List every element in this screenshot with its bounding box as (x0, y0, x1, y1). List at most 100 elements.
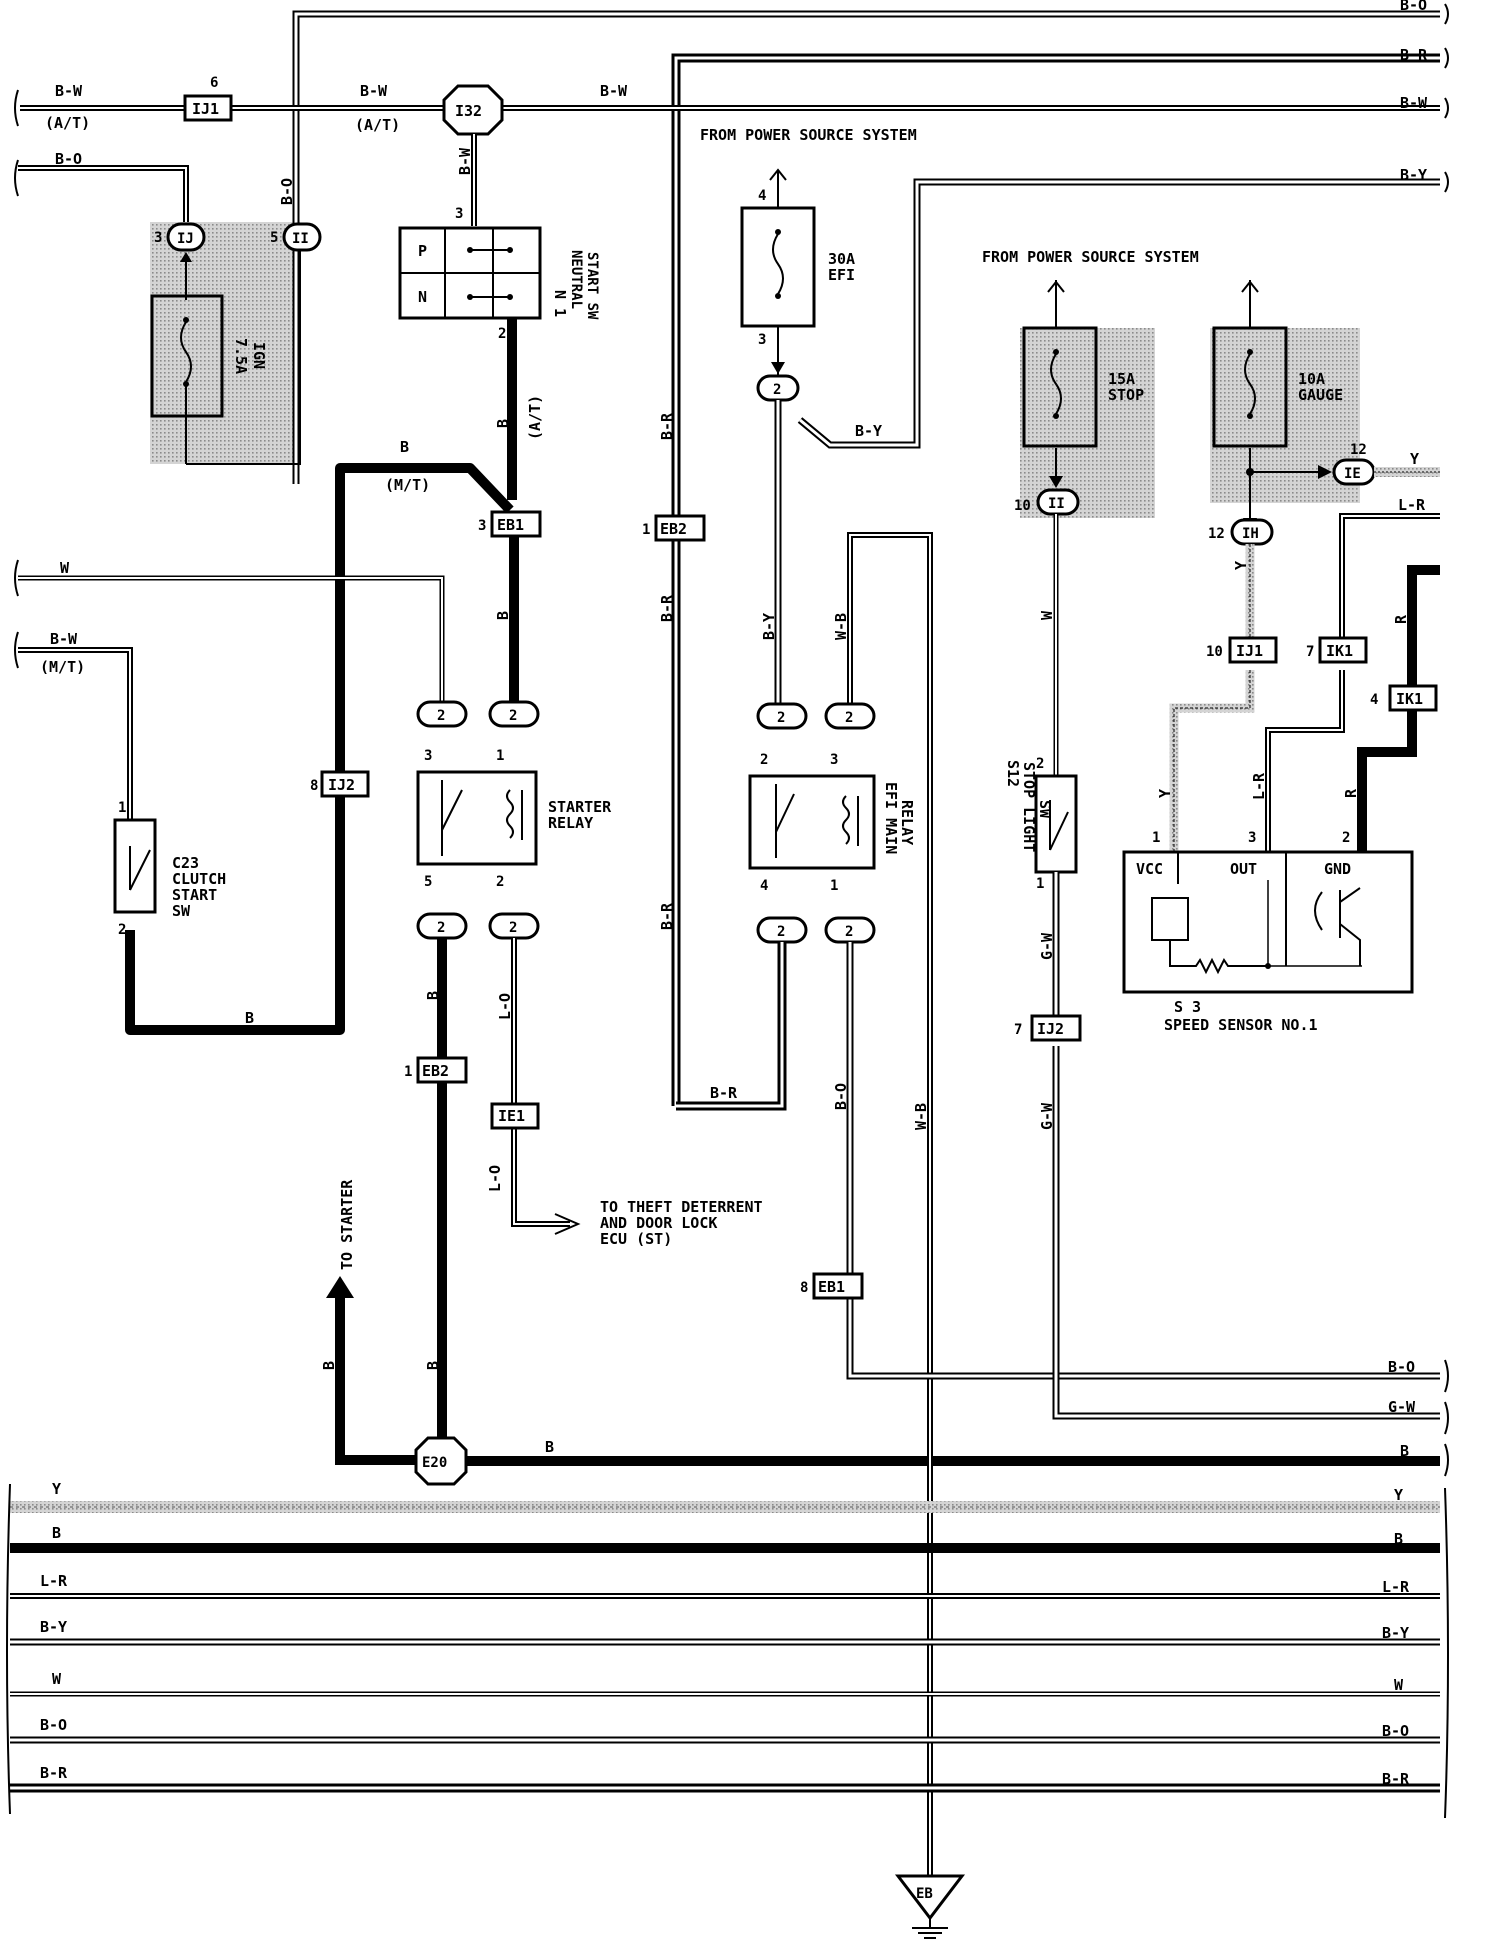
wire-label-bw-mt: B-W (50, 630, 78, 648)
connector-ik1-7: 7 IK1 (1306, 636, 1368, 664)
svg-text:1: 1 (1152, 830, 1160, 846)
bottom-bus-right-6: B-R (1382, 1770, 1410, 1788)
svg-text:1: 1 (496, 748, 504, 764)
stop-block-shade (1020, 328, 1155, 518)
connector-ij-3: 3 IJ (154, 222, 206, 252)
svg-text:STOP: STOP (1108, 386, 1144, 404)
fuse-stop: 15A STOP 10 II (1014, 280, 1144, 516)
svg-text:2: 2 (118, 922, 126, 938)
bus-top-label-2: B-W (1400, 94, 1428, 112)
wire-label-w-stop: W (1038, 610, 1056, 620)
svg-text:1: 1 (118, 800, 126, 816)
wire-label-br-loop: B-R (710, 1084, 738, 1102)
svg-text:IE1: IE1 (498, 1107, 525, 1125)
wire-label-lo-1: L-O (496, 993, 514, 1020)
wire-label-bo-vert: B-O (278, 178, 296, 205)
svg-text:EB1: EB1 (497, 516, 524, 534)
svg-text:4: 4 (758, 188, 766, 204)
svg-text:IJ2: IJ2 (328, 776, 355, 794)
svg-text:7: 7 (1306, 644, 1314, 660)
svg-text:5: 5 (270, 230, 278, 246)
svg-text:12: 12 (1208, 526, 1225, 542)
fuse-ign: 7.5A IGN (150, 250, 301, 465)
wire-label-b-eb1: B (494, 611, 512, 620)
wire-label-gw-2: G-W (1038, 1102, 1056, 1130)
svg-text:1: 1 (404, 1064, 412, 1080)
starter-relay: 2 2 3 1 STARTER RELAY 5 2 2 2 (416, 700, 612, 940)
wire-label-b-e20: B (424, 1361, 442, 1370)
svg-text:GND: GND (1324, 860, 1351, 878)
wire-label-at-ns: (A/T) (526, 395, 544, 440)
wire-label-mt-left: (M/T) (40, 658, 85, 676)
wire-label-y-1: Y (1232, 561, 1250, 570)
svg-text:1: 1 (1036, 876, 1044, 892)
bottom-bus-left-4: W (52, 1670, 62, 1688)
svg-text:IE: IE (1344, 466, 1361, 482)
wire-label-br-low: B-R (658, 902, 676, 930)
connector-ik1-6: 4 IK1 (1370, 684, 1438, 712)
wire-y-sensor (1169, 544, 1255, 852)
connector-ij1-top: 6 IJ1 (183, 75, 233, 122)
power-source-note-2: FROM POWER SOURCE SYSTEM (982, 248, 1199, 266)
wire-label-lr-top: L-R (1398, 496, 1426, 514)
wire-label-br-top: B-R (658, 412, 676, 440)
to-starter-arrowhead (326, 1276, 354, 1298)
fuse-gauge: 10A GAUGE 12 IE 12 IH (1208, 280, 1376, 546)
wire-label-bw-i32: B-W (456, 147, 474, 175)
svg-text:EB: EB (916, 1886, 933, 1902)
svg-text:EB2: EB2 (660, 520, 687, 538)
wire-w-left (18, 575, 445, 710)
bottom-bus-left-2: L-R (40, 1572, 68, 1590)
top-bus (20, 10, 1440, 1106)
wire-to-starter (335, 1290, 420, 1465)
svg-text:2: 2 (845, 710, 853, 726)
wire-label-y-2: Y (1156, 789, 1174, 798)
svg-text:2: 2 (1036, 756, 1044, 772)
wire-label-bo-left: B-O (55, 150, 82, 168)
bottom-bus-left-6: B-R (40, 1764, 68, 1782)
wire-label-b-mt: B (400, 438, 409, 456)
svg-text:10: 10 (1014, 498, 1031, 514)
svg-text:RELAY: RELAY (548, 814, 593, 832)
svg-text:4: 4 (760, 878, 768, 894)
svg-text:II: II (292, 231, 309, 247)
connector-ij2-left: 8 IJ2 (310, 770, 370, 798)
svg-text:3: 3 (1248, 830, 1256, 846)
svg-text:5: 5 (424, 874, 432, 890)
bottom-bus-left-3: B-Y (40, 1618, 67, 1636)
svg-text:8: 8 (800, 1280, 808, 1296)
theft-note-3: ECU (ST) (600, 1230, 672, 1248)
wire-label-by-relay: B-Y (760, 613, 778, 640)
to-starter-label: TO STARTER (338, 1179, 356, 1270)
bus-mid-label-0: B-O (1388, 1358, 1415, 1376)
svg-text:2: 2 (509, 920, 517, 936)
bottom-bus-left-1: B (52, 1524, 61, 1542)
svg-text:6: 6 (210, 75, 218, 91)
connector-eb1-8: 8 EB1 (800, 1272, 864, 1300)
svg-text:E20: E20 (422, 1455, 447, 1471)
svg-text:3: 3 (154, 230, 162, 246)
svg-text:IK1: IK1 (1396, 690, 1423, 708)
svg-text:IJ2: IJ2 (1037, 1020, 1064, 1038)
wire-label-b-clutch: B (245, 1009, 254, 1027)
svg-text:N 1: N 1 (551, 290, 569, 317)
svg-text:I32: I32 (455, 102, 482, 120)
clutch-start-switch: 1 C23 CLUTCH START SW 2 (113, 800, 226, 938)
svg-text:15A: 15A (1108, 370, 1135, 388)
svg-text:EFI MAIN: EFI MAIN (882, 782, 900, 854)
speed-sensor: 1 3 2 VCC OUT GND S 3 SPEED SENSOR NO.1 (1122, 830, 1414, 1034)
wire-label-b-e20-bus: B (545, 1438, 554, 1456)
svg-text:1: 1 (830, 878, 838, 894)
wire-mt-b (125, 463, 514, 1035)
svg-text:SW: SW (1036, 800, 1054, 819)
svg-text:STARTER: STARTER (548, 798, 612, 816)
ground-point-e20: E20 (414, 1436, 468, 1486)
connector-eb2-1-upper: 1 EB2 (642, 514, 706, 542)
svg-text:START SW: START SW (584, 252, 600, 320)
svg-text:S12: S12 (1004, 760, 1022, 787)
svg-text:2: 2 (777, 924, 785, 940)
svg-text:IGN: IGN (250, 342, 268, 369)
svg-text:EB1: EB1 (818, 1278, 845, 1296)
svg-text:2: 2 (496, 874, 504, 890)
svg-text:3: 3 (455, 206, 463, 222)
